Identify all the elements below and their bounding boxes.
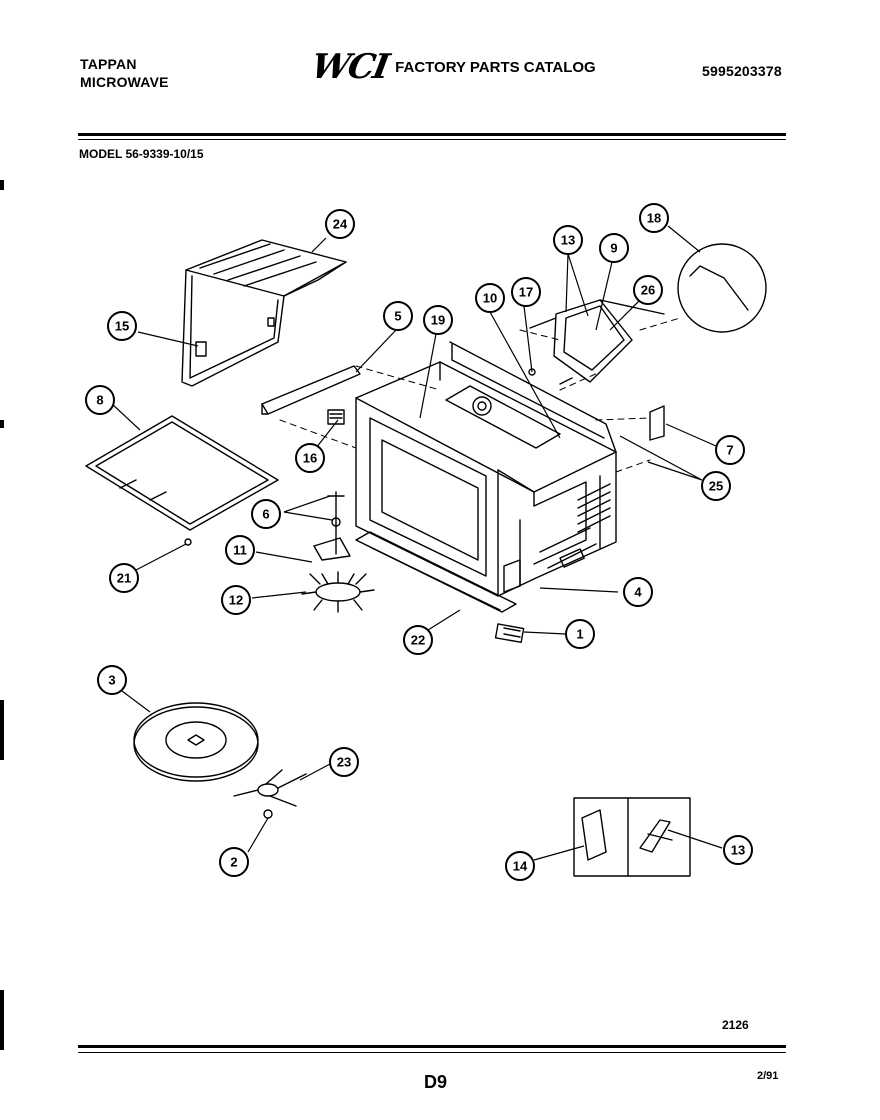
callout-label: 1 xyxy=(576,627,583,642)
callout-label: 21 xyxy=(117,571,131,586)
model-number: MODEL 56-9339-10/15 xyxy=(79,147,204,161)
part-stirrer-assembly xyxy=(301,491,375,613)
callout-5 xyxy=(383,301,413,331)
callout-label: 13 xyxy=(731,843,745,858)
catalog-title-group: WCI FACTORY PARTS CATALOG xyxy=(308,47,596,87)
part-bottom-plate xyxy=(85,415,279,531)
callout-26 xyxy=(633,275,663,305)
callout-label: 26 xyxy=(641,283,655,298)
brand-line1: TAPPAN xyxy=(80,56,137,72)
footer-rule-thin xyxy=(78,1052,786,1053)
page-number: D9 xyxy=(424,1072,448,1092)
footer-rule xyxy=(78,1045,786,1048)
callout-label: 9 xyxy=(610,241,617,256)
callout-9 xyxy=(599,233,629,263)
callout-label: 10 xyxy=(483,291,497,306)
callout-1 xyxy=(565,619,595,649)
callout-label: 11 xyxy=(233,543,247,558)
callout-8 xyxy=(85,385,115,415)
callout-label: 13 xyxy=(561,233,575,248)
callout-label: 3 xyxy=(108,673,115,688)
part-bottom-trim xyxy=(355,531,517,613)
callout-14 xyxy=(505,851,535,881)
callout-21 xyxy=(109,563,139,593)
callout-7 xyxy=(715,435,745,465)
part-foot xyxy=(184,538,192,546)
part-detail-circle xyxy=(677,243,767,333)
callout-label: 2 xyxy=(230,855,237,870)
callout-11 xyxy=(225,535,255,565)
callout-label: 23 xyxy=(337,755,351,770)
callout-17 xyxy=(511,277,541,307)
part-screw xyxy=(327,409,345,425)
callout-label: 14 xyxy=(513,859,528,874)
diagram-code: 2126 xyxy=(722,1018,749,1032)
callout-13b xyxy=(723,835,753,865)
callout-label: 4 xyxy=(634,585,642,600)
part-cabinet xyxy=(355,341,617,597)
scan-edge-mark xyxy=(0,420,4,428)
scan-edge-mark xyxy=(0,700,4,760)
callout-label: 7 xyxy=(726,443,733,458)
callout-18 xyxy=(639,203,669,233)
revision-date: 2/91 xyxy=(757,1070,779,1082)
part-side-bracket xyxy=(649,405,665,441)
callout-label: 22 xyxy=(411,633,425,648)
part-roller-support xyxy=(233,769,307,819)
callout-15 xyxy=(107,311,137,341)
callout-19 xyxy=(423,305,453,335)
callout-6 xyxy=(251,499,281,529)
catalog-title: FACTORY PARTS CATALOG xyxy=(395,58,596,76)
header-rule-thin xyxy=(78,139,786,140)
callout-13 xyxy=(553,225,583,255)
part-turntable xyxy=(133,702,259,782)
callout-label: 17 xyxy=(519,285,533,300)
part-latch xyxy=(494,623,525,644)
callout-24 xyxy=(325,209,355,239)
callout-label: 12 xyxy=(229,593,243,608)
callout-label: 8 xyxy=(96,393,103,408)
header-rule xyxy=(78,133,786,136)
part-control-bracket xyxy=(528,299,665,385)
brand-line2: MICROWAVE xyxy=(80,74,169,90)
callout-4 xyxy=(623,577,653,607)
callout-label: 18 xyxy=(647,211,661,226)
callout-label: 15 xyxy=(115,319,129,334)
callout-label: 19 xyxy=(431,313,445,328)
callout-3 xyxy=(97,665,127,695)
inset-detail-box xyxy=(573,797,691,877)
callout-label: 24 xyxy=(333,217,348,232)
catalog-number: 5995203378 xyxy=(702,63,782,79)
scan-edge-mark xyxy=(0,180,4,190)
callout-22 xyxy=(403,625,433,655)
callout-16 xyxy=(295,443,325,473)
part-outer-cover xyxy=(181,239,347,387)
callout-label: 25 xyxy=(709,479,723,494)
callout-2 xyxy=(219,847,249,877)
callout-12 xyxy=(221,585,251,615)
callout-25 xyxy=(701,471,731,501)
callout-label: 6 xyxy=(262,507,269,522)
callout-label: 5 xyxy=(394,309,401,324)
callout-23 xyxy=(329,747,359,777)
callout-label: 16 xyxy=(303,451,317,466)
part-rail xyxy=(261,365,361,415)
callout-10 xyxy=(475,283,505,313)
scan-edge-mark xyxy=(0,990,4,1050)
